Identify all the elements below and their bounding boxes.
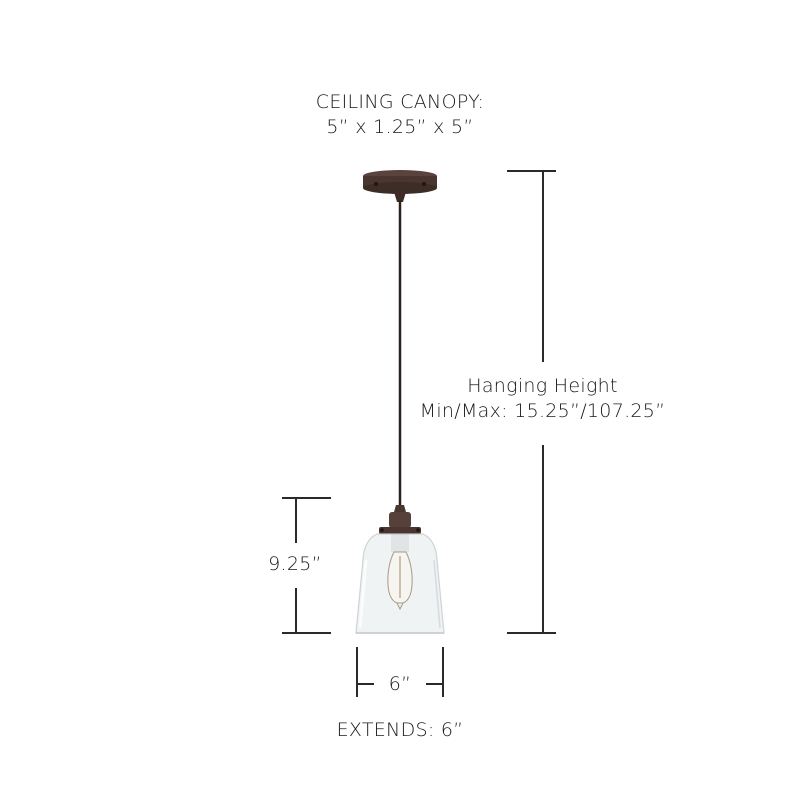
extends-label: EXTENDS: 6” (336, 719, 464, 741)
canopy-title: CEILING CANOPY: (315, 91, 485, 113)
edison-bulb (387, 551, 413, 611)
hanging-height-dimension (507, 170, 556, 634)
shade-height-dimension (282, 497, 331, 634)
hanging-height-title: Hanging Height (467, 375, 618, 397)
hanging-height-range: Min/Max: 15.25”/107.25” (419, 400, 666, 422)
ceiling-canopy (363, 170, 437, 202)
shade-width-dimension (356, 647, 444, 697)
shade-width-label: 6” (388, 673, 412, 695)
shade-height-label: 9.25” (268, 553, 322, 575)
canopy-dims: 5” x 1.25” x 5” (326, 116, 474, 138)
